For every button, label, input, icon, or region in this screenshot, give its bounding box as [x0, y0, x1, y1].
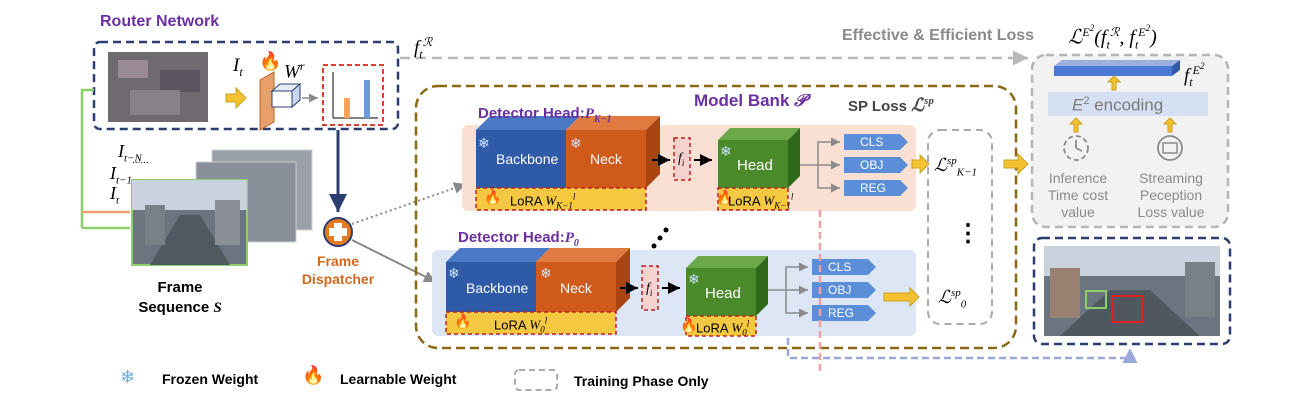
- e2-encoding-box: [1048, 92, 1208, 116]
- bottom-neck-frozen-icon: ❄: [540, 265, 552, 281]
- loss-feature-label: ftE2: [1184, 61, 1205, 90]
- top-feature-label: fi: [678, 151, 685, 168]
- bottom-head-label: Head: [705, 285, 741, 302]
- top-head-block: [718, 140, 788, 188]
- bottom-lora-fire-icon: 🔥: [454, 313, 472, 329]
- result-box: [1032, 236, 1232, 346]
- bottom-cls-label: CLS: [828, 260, 852, 274]
- top-head-frozen-icon: ❄: [720, 143, 732, 159]
- legend-training-label: Training Phase Only: [574, 373, 709, 389]
- top-neck-label: Neck: [590, 151, 622, 167]
- legend-frozen-label: Frozen Weight: [162, 371, 259, 387]
- frame-to-router-line: [80, 88, 94, 228]
- legend-snowflake-icon: ❄: [120, 367, 136, 387]
- top-backbone-label: Backbone: [496, 151, 559, 167]
- top-lora-backbone: [475, 187, 647, 211]
- bottom-neck-block: [536, 262, 616, 312]
- top-lora-fire-icon: 🔥: [484, 189, 502, 205]
- sp-to-loss-arrow: [1003, 152, 1029, 176]
- frame-label-t: It: [110, 183, 120, 207]
- router-arrow: [225, 86, 247, 110]
- top-feature-box: [673, 137, 691, 181]
- top-neck-frozen-icon: ❄: [570, 135, 582, 151]
- bottom-cls-tag: [812, 259, 876, 275]
- loss-formula: ℒE2(ftℛ, ftE2): [1068, 23, 1157, 52]
- top-loss-label: ℒspK−1: [934, 155, 978, 179]
- top-lora-head-label: LoRA WK−1l: [728, 192, 794, 211]
- bottom-to-result-line: [786, 338, 1138, 363]
- top-obj-tag: [844, 157, 908, 173]
- dispatch-bottom-arrow: [351, 239, 437, 283]
- frame-label-t-1: It−1: [110, 163, 132, 187]
- top-lora-backbone-label: LoRA WK−1l: [510, 192, 576, 211]
- model-bank-title: Model Bank 𝒫: [694, 91, 807, 110]
- top-obj-label: OBJ: [860, 158, 884, 172]
- bottom-obj-label: OBJ: [828, 283, 852, 297]
- e2-encoding-label: E2 encoding: [1072, 95, 1164, 115]
- bottom-neck-label: Neck: [560, 280, 592, 296]
- top-lora-head: [717, 187, 789, 211]
- dispatch-top-arrow: [351, 182, 467, 225]
- frame-label-dots: ......: [132, 155, 149, 166]
- bottom-lora-head-label: LoRA W0l: [696, 319, 750, 338]
- bottom-backbone-frozen-icon: ❄: [448, 265, 460, 281]
- sp-loss-title: SP Loss ℒsp: [848, 95, 934, 115]
- legend-dashed-box: [514, 369, 558, 391]
- bottom-head-frozen-icon: ❄: [688, 271, 700, 287]
- loss-ellipsis: ⋮: [956, 220, 980, 247]
- top-cls-label: CLS: [860, 135, 884, 149]
- loss-title: Effective & Efficient Loss: [842, 27, 1035, 44]
- router-network-box: [92, 40, 400, 131]
- router-score-box: [322, 64, 384, 126]
- bottom-feature-label: fi: [646, 281, 653, 298]
- bottom-backbone-label: Backbone: [466, 280, 529, 296]
- clock-icon: [1063, 135, 1089, 161]
- router-layer: [259, 71, 275, 131]
- bottom-reg-label: REG: [828, 306, 855, 320]
- score-bar-2: [364, 80, 370, 118]
- bottom-lora-backbone: [445, 311, 617, 335]
- sp-loss-box: [927, 129, 993, 325]
- score-bar-1: [344, 98, 350, 118]
- bottom-lora-backbone-label: LoRA W0l: [494, 316, 548, 335]
- router-input-label: It: [233, 55, 243, 79]
- bottom-backbone-block: [446, 262, 536, 312]
- bottom-head-block: [686, 268, 756, 316]
- bottom-reg-tag: [812, 305, 876, 321]
- frame-label-t-n: It−N: [118, 141, 142, 165]
- detector-bottom-title: Detector Head:P0: [458, 229, 579, 249]
- detection-box-red: [1111, 295, 1143, 323]
- router-feature-label: ftℛ: [414, 35, 433, 62]
- top-reg-label: REG: [860, 181, 887, 195]
- legend-learnable-label: Learnable Weight: [340, 371, 457, 387]
- bottom-obj-tag: [812, 282, 876, 298]
- top-backbone-block: [476, 130, 566, 188]
- bottom-lora-head: [685, 315, 757, 337]
- model-bank-box: [414, 84, 1018, 350]
- loss-feature-bar: [1054, 66, 1172, 76]
- streaming-icon: [1157, 135, 1183, 161]
- top-backbone-frozen-icon: ❄: [478, 135, 490, 151]
- top-lora-head-fire-icon: 🔥: [716, 189, 734, 205]
- bottom-lora-head-fire-icon: 🔥: [680, 317, 698, 333]
- top-neck-block: [566, 130, 646, 188]
- bottom-loss-label: ℒsp0: [938, 287, 967, 311]
- router-weight-label: Wr: [284, 59, 305, 83]
- top-reg-tag: [844, 180, 908, 196]
- detector-top-title: Detector Head:PK−1: [478, 105, 612, 125]
- top-cls-tag: [844, 134, 908, 150]
- detection-box-green: [1085, 290, 1107, 309]
- router-network-title: Router Network: [100, 13, 220, 30]
- top-head-label: Head: [737, 157, 773, 174]
- legend-fire-icon: 🔥: [302, 365, 325, 385]
- fire-icon: 🔥: [259, 51, 282, 71]
- bottom-feature-box: [641, 265, 659, 311]
